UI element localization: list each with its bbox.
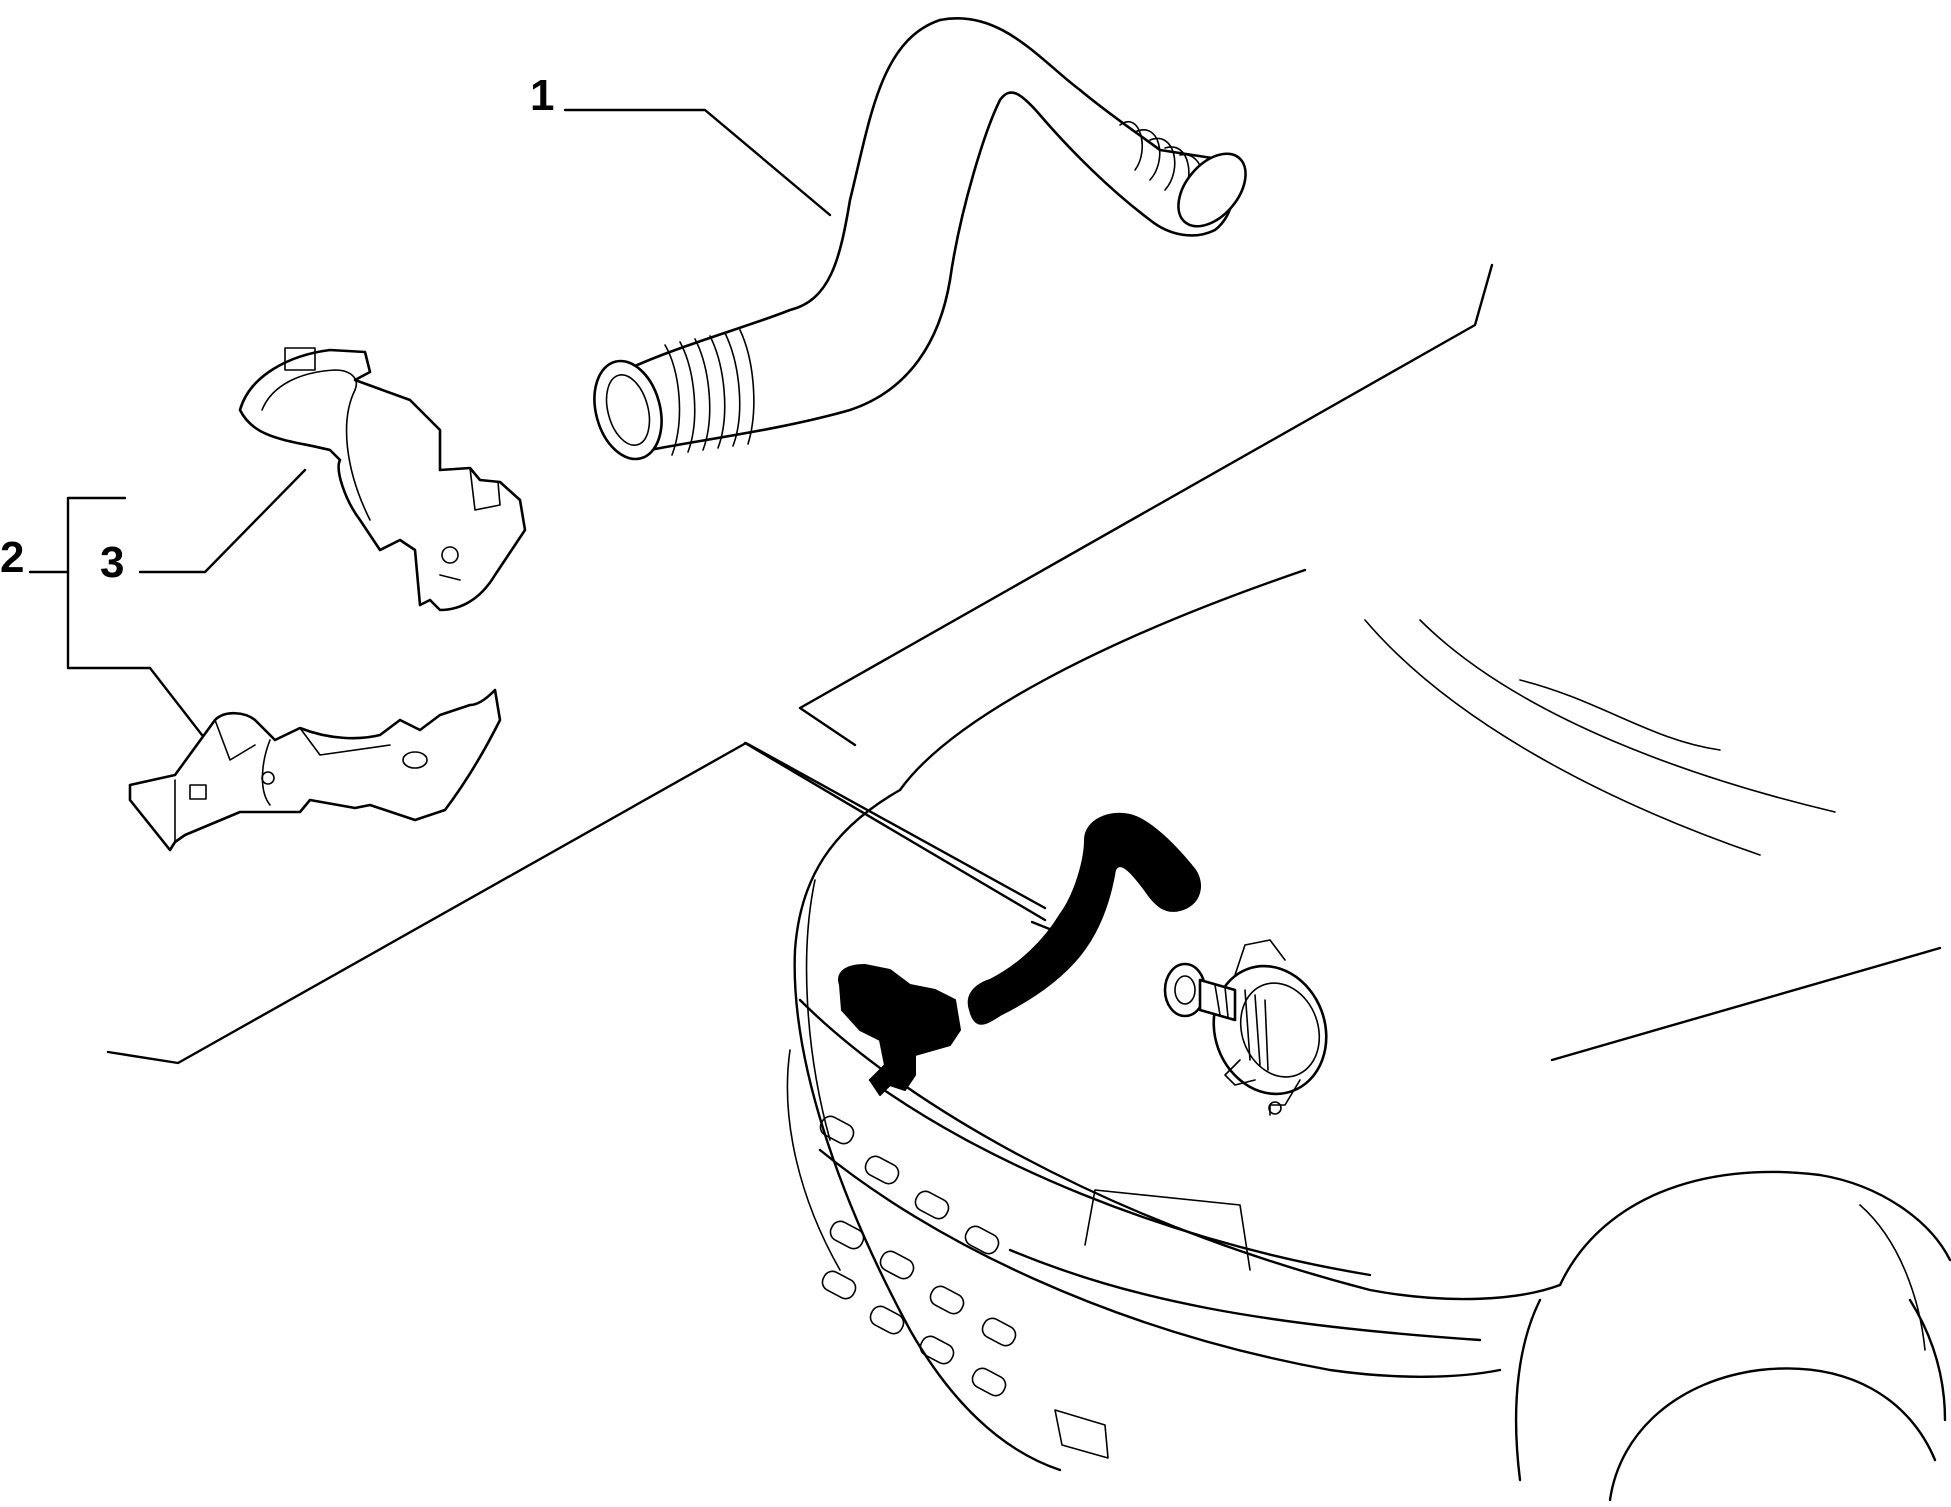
callout-3: 3	[100, 538, 124, 587]
callout-1: 1	[530, 71, 554, 120]
installed-hose	[967, 812, 1201, 1025]
installed-bracket	[838, 964, 961, 1096]
alternator	[1163, 939, 1328, 1116]
leader-lines	[28, 108, 1054, 932]
callout-2: 2	[0, 533, 24, 582]
bracket-part-2	[128, 688, 502, 852]
callouts: 1 2 3	[0, 71, 554, 587]
clamp-part-3	[238, 347, 527, 612]
hose-part-1	[593, 17, 1247, 461]
